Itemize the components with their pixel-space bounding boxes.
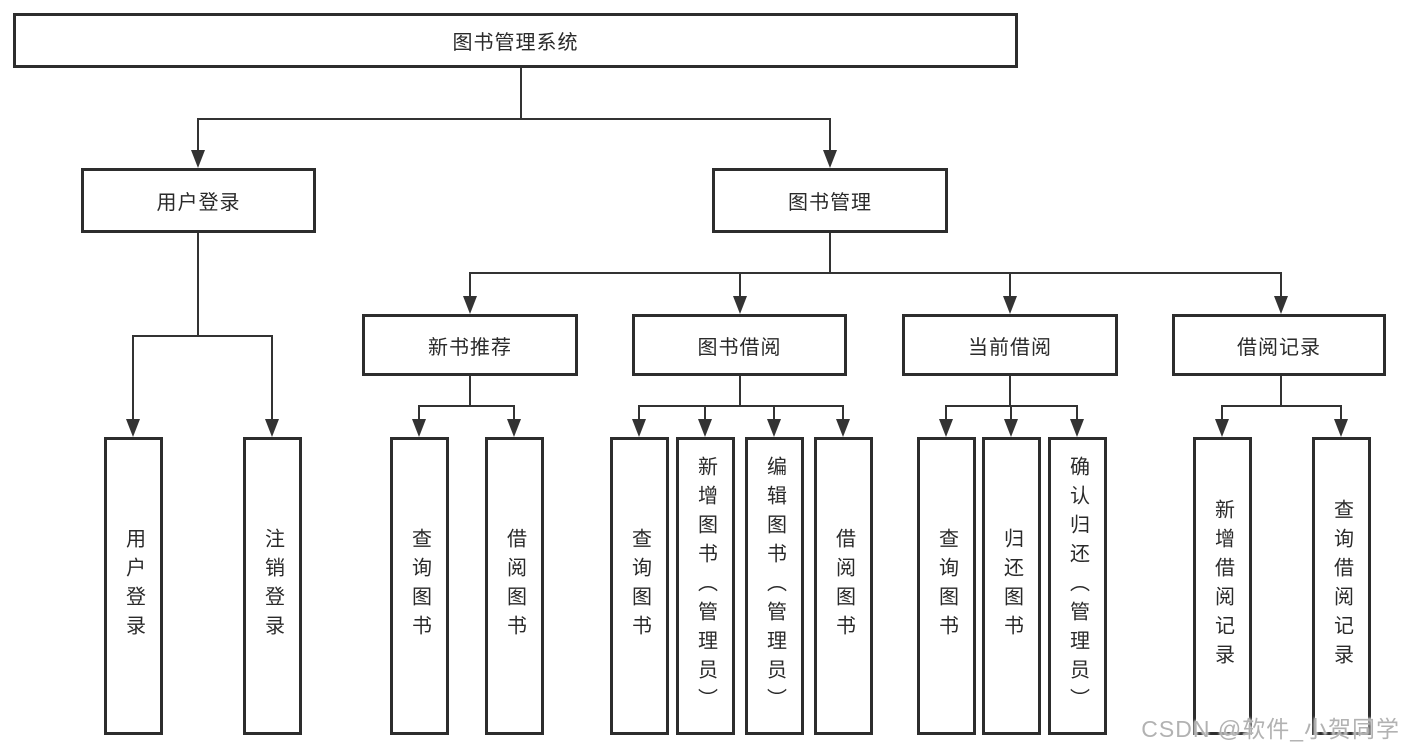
node-label: 图书借阅: [697, 336, 782, 359]
csdn-watermark: CSDN @软件_小贺同学: [1141, 716, 1400, 742]
connector-line: [945, 405, 947, 421]
connector-line: [1076, 405, 1078, 421]
leaf-borrow-edit-books-admin: 编辑图书（管理员）: [745, 437, 804, 735]
node-label: 新书推荐: [428, 336, 512, 359]
node-label: 图书管理: [788, 192, 872, 214]
connector-line: [739, 272, 741, 298]
arrowhead-down-icon: [1070, 419, 1084, 437]
leaf-label: 注销登录: [261, 528, 284, 644]
leaf-current-return-books: 归还图书: [982, 437, 1041, 735]
leaf-logout: 注销登录: [243, 437, 302, 735]
arrowhead-down-icon: [1004, 419, 1018, 437]
node-borrowing-records: 借阅记录: [1172, 314, 1386, 376]
connector-line: [638, 405, 640, 421]
leaf-user-login: 用户登录: [104, 437, 163, 735]
connector-line: [469, 376, 471, 407]
connector-line: [197, 118, 199, 152]
leaf-label: 用户登录: [122, 528, 145, 644]
arrowhead-down-icon: [126, 419, 140, 437]
connector-line: [132, 335, 273, 337]
node-new-book-recommend: 新书推荐: [362, 314, 578, 376]
arrowhead-down-icon: [767, 419, 781, 437]
leaf-label: 归还图书: [1000, 528, 1023, 644]
connector-line: [1280, 376, 1282, 407]
connector-line: [842, 405, 844, 421]
arrowhead-down-icon: [1215, 419, 1229, 437]
arrowhead-down-icon: [412, 419, 426, 437]
leaf-current-query-books: 查询图书: [917, 437, 976, 735]
leaf-label: 查询图书: [628, 528, 651, 644]
leaf-records-add-record: 新增借阅记录: [1193, 437, 1252, 735]
leaf-recommend-query-books: 查询图书: [390, 437, 449, 735]
arrowhead-down-icon: [463, 296, 477, 314]
arrowhead-down-icon: [939, 419, 953, 437]
leaf-current-confirm-return-admin: 确认归还（管理员）: [1048, 437, 1107, 735]
leaf-label: 借阅图书: [503, 528, 526, 644]
connector-line: [271, 335, 273, 421]
connector-line: [197, 118, 831, 120]
leaf-recommend-borrow-books: 借阅图书: [485, 437, 544, 735]
arrowhead-down-icon: [191, 150, 205, 168]
leaf-borrow-query-books: 查询图书: [610, 437, 669, 735]
node-user-login: 用户登录: [81, 168, 316, 233]
arrowhead-down-icon: [507, 419, 521, 437]
node-label: 借阅记录: [1237, 336, 1321, 359]
arrowhead-down-icon: [1274, 296, 1288, 314]
node-book-management: 图书管理: [712, 168, 948, 233]
arrowhead-down-icon: [823, 150, 837, 168]
connector-line: [704, 405, 706, 421]
connector-line: [513, 405, 515, 421]
connector-line: [469, 272, 471, 298]
arrowhead-down-icon: [1003, 296, 1017, 314]
arrowhead-down-icon: [265, 419, 279, 437]
connector-line: [1010, 405, 1012, 421]
node-label: 图书管理系统: [452, 32, 579, 54]
connector-line: [132, 335, 134, 421]
node-current-borrowing: 当前借阅: [902, 314, 1118, 376]
node-book-borrowing: 图书借阅: [632, 314, 847, 376]
connector-line: [1009, 376, 1011, 407]
arrowhead-down-icon: [632, 419, 646, 437]
arrowhead-down-icon: [733, 296, 747, 314]
connector-line: [1340, 405, 1342, 421]
connector-line: [1221, 405, 1223, 421]
connector-line: [773, 405, 775, 421]
connector-line: [197, 233, 199, 337]
leaf-label: 新增图书（管理员）: [694, 455, 717, 717]
node-label: 当前借阅: [968, 336, 1052, 359]
arrowhead-down-icon: [698, 419, 712, 437]
leaf-borrow-add-books-admin: 新增图书（管理员）: [676, 437, 735, 735]
leaf-label: 新增借阅记录: [1211, 499, 1234, 673]
connector-line: [1280, 272, 1282, 298]
leaf-records-query-record: 查询借阅记录: [1312, 437, 1371, 735]
connector-line: [469, 272, 1282, 274]
connector-line: [829, 118, 831, 152]
connector-line: [638, 405, 844, 407]
connector-line: [1009, 272, 1011, 298]
node-library-management-system: 图书管理系统: [13, 13, 1018, 68]
arrowhead-down-icon: [836, 419, 850, 437]
connector-line: [418, 405, 420, 421]
connector-line: [520, 68, 522, 120]
leaf-label: 借阅图书: [832, 528, 855, 644]
leaf-label: 查询借阅记录: [1330, 499, 1353, 673]
connector-line: [418, 405, 515, 407]
connector-line: [829, 233, 831, 274]
leaf-label: 查询图书: [408, 528, 431, 644]
connector-line: [1221, 405, 1342, 407]
leaf-borrow-borrow-books: 借阅图书: [814, 437, 873, 735]
arrowhead-down-icon: [1334, 419, 1348, 437]
connector-line: [739, 376, 741, 407]
leaf-label: 查询图书: [935, 528, 958, 644]
node-label: 用户登录: [156, 192, 241, 214]
leaf-label: 编辑图书（管理员）: [763, 455, 786, 717]
leaf-label: 确认归还（管理员）: [1066, 455, 1089, 717]
